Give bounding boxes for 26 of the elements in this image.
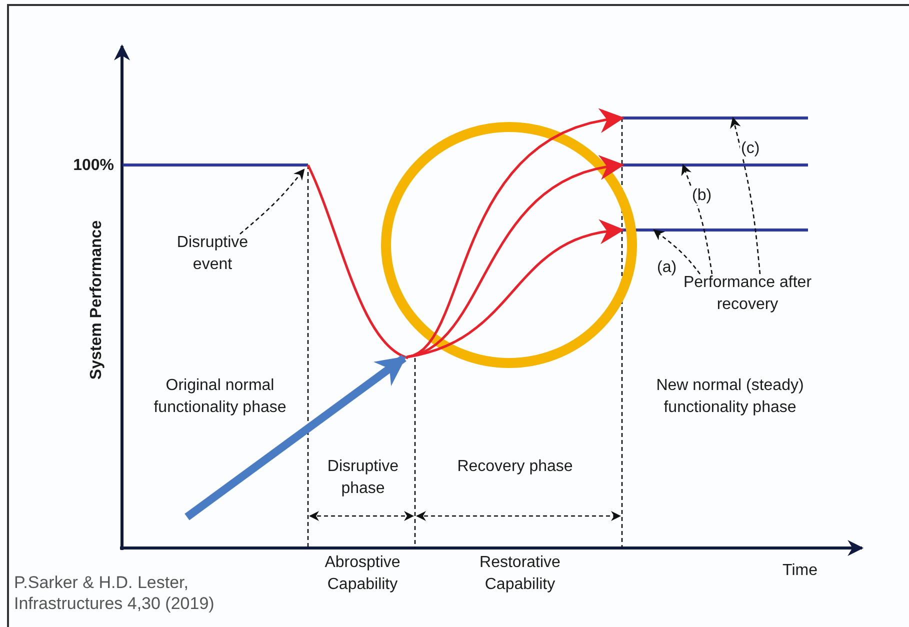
phase-label: New normal (steady) functionality phase <box>655 376 805 418</box>
edge-label: (b) <box>691 187 713 205</box>
leader-line <box>730 116 761 274</box>
edge-label: (c) <box>740 140 761 158</box>
axis-tick-label: 100% <box>72 156 114 176</box>
leader-line <box>240 168 305 234</box>
axis-title: Time <box>782 561 818 581</box>
performance-level-line <box>622 164 808 166</box>
phase-label: Original normal functionality phase <box>152 376 288 418</box>
phase-label: Disruptive phase <box>326 457 400 499</box>
leader-line <box>681 164 713 274</box>
phase-label: Recovery phase <box>456 457 574 477</box>
recovery-curve-arrow <box>406 219 624 358</box>
annotation-text: Disruptive event <box>165 232 260 276</box>
axis-title: System Performance <box>87 219 106 382</box>
recovery-curve-arrow <box>406 155 624 358</box>
highlight-arrow <box>184 354 406 520</box>
annotation-text: Performance after recovery <box>680 272 815 316</box>
performance-curve-drawing <box>123 164 409 360</box>
caption: P.Sarker & H.D. Lester, Infrastructures 4,30 (2019) <box>14 572 216 614</box>
performance-level-line <box>622 116 808 120</box>
capability-label: Restorative Capability <box>478 553 562 595</box>
leader-line <box>653 229 701 274</box>
edge-label: (a) <box>656 259 678 277</box>
capability-label: Abrosptive Capability <box>324 553 402 595</box>
performance-level-line <box>622 228 808 232</box>
